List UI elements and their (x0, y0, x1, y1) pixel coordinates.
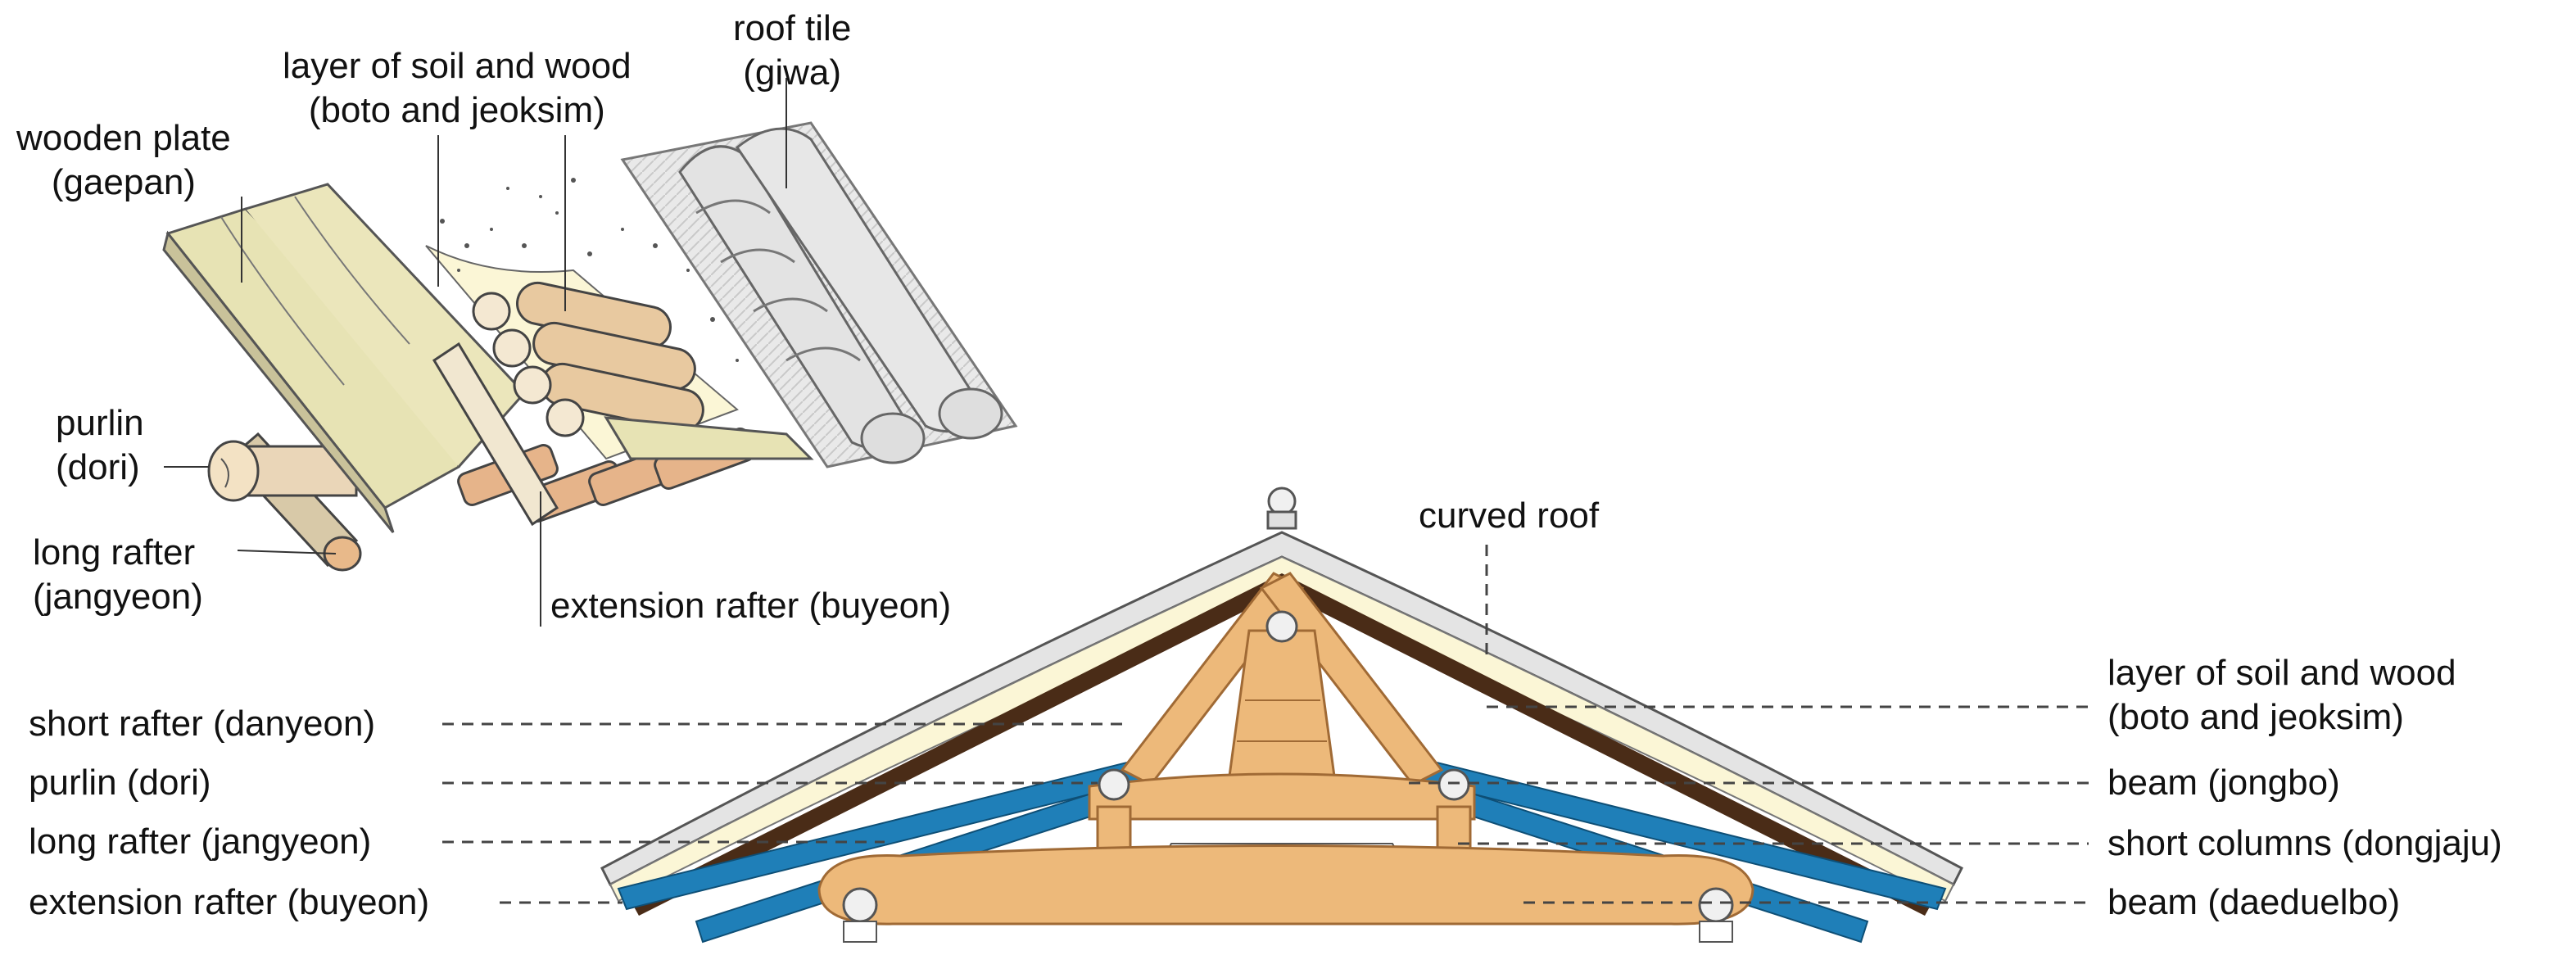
label-soil-wood-right-line1: layer of soil and wood (2107, 653, 2456, 693)
label-soil-wood-top-line1: layer of soil and wood (283, 46, 632, 86)
label-long-rafter: long rafter (jangyeon) (29, 821, 372, 862)
label-wooden-plate-line2: (gaepan) (51, 162, 196, 202)
purlin-log (207, 440, 358, 502)
purlin-right (1437, 768, 1470, 801)
label-purlin-top-line1: purlin (56, 403, 144, 443)
label-beam-daeduelbo: beam (daeduelbo) (2107, 882, 2401, 922)
soil-specks (440, 178, 739, 362)
label-long-rafter-top: long rafter (jangyeon) (33, 531, 203, 619)
long-rafter-right (1274, 573, 1933, 916)
label-soil-wood-top-line2: (boto and jeoksim) (308, 90, 605, 130)
purlin-outer-right (1698, 887, 1734, 923)
label-curved-roof: curved roof (1419, 496, 1600, 536)
leader-long-rafter-top (237, 550, 337, 554)
long-rafter-left (631, 573, 1290, 916)
beam-jongbo (1088, 772, 1476, 821)
top-leader-lines (164, 78, 787, 627)
label-extension-rafter-top: extension rafter (buyeon) (550, 586, 952, 626)
label-long-rafter-top-line1: long rafter (33, 532, 196, 573)
label-long-rafter-top-line2: (jangyeon) (33, 577, 203, 617)
soil-and-wood-layer (425, 178, 814, 460)
label-roof-tile-line1: roof tile (733, 8, 852, 48)
beam-daeduelbo (817, 844, 1754, 926)
label-purlin: purlin (dori) (29, 763, 211, 803)
label-wooden-plate: wooden plate (gaepan) (16, 116, 231, 205)
label-extension-rafter: extension rafter (buyeon) (29, 882, 430, 922)
label-purlin-top: purlin (dori) (56, 401, 144, 490)
label-short-rafter: short rafter (danyeon) (29, 704, 376, 744)
label-soil-wood-right-line2: (boto and jeoksim) (2107, 697, 2404, 737)
section-leader-lines (442, 545, 2089, 904)
label-soil-wood-right: layer of soil and wood (boto and jeoksim… (2107, 651, 2456, 740)
label-roof-tile-line2: (giwa) (743, 52, 842, 93)
roof-tiles (620, 121, 1018, 468)
label-purlin-top-line2: (dori) (56, 447, 140, 487)
label-short-columns: short columns (dongjaju) (2107, 823, 2502, 863)
purlin-outer-left (842, 887, 878, 923)
label-wooden-plate-line1: wooden plate (16, 118, 231, 158)
ridge-ornament (1267, 487, 1297, 516)
purlin-left (1098, 768, 1130, 801)
roof-cross-section (600, 487, 1963, 944)
ridge-purlin (1265, 610, 1298, 643)
label-soil-wood-top: layer of soil and wood (boto and jeoksim… (283, 44, 632, 133)
label-roof-tile: roof tile (giwa) (733, 7, 851, 95)
label-beam-jongbo: beam (jongbo) (2107, 763, 2340, 803)
roof-cutaway-illustration (162, 121, 1018, 572)
